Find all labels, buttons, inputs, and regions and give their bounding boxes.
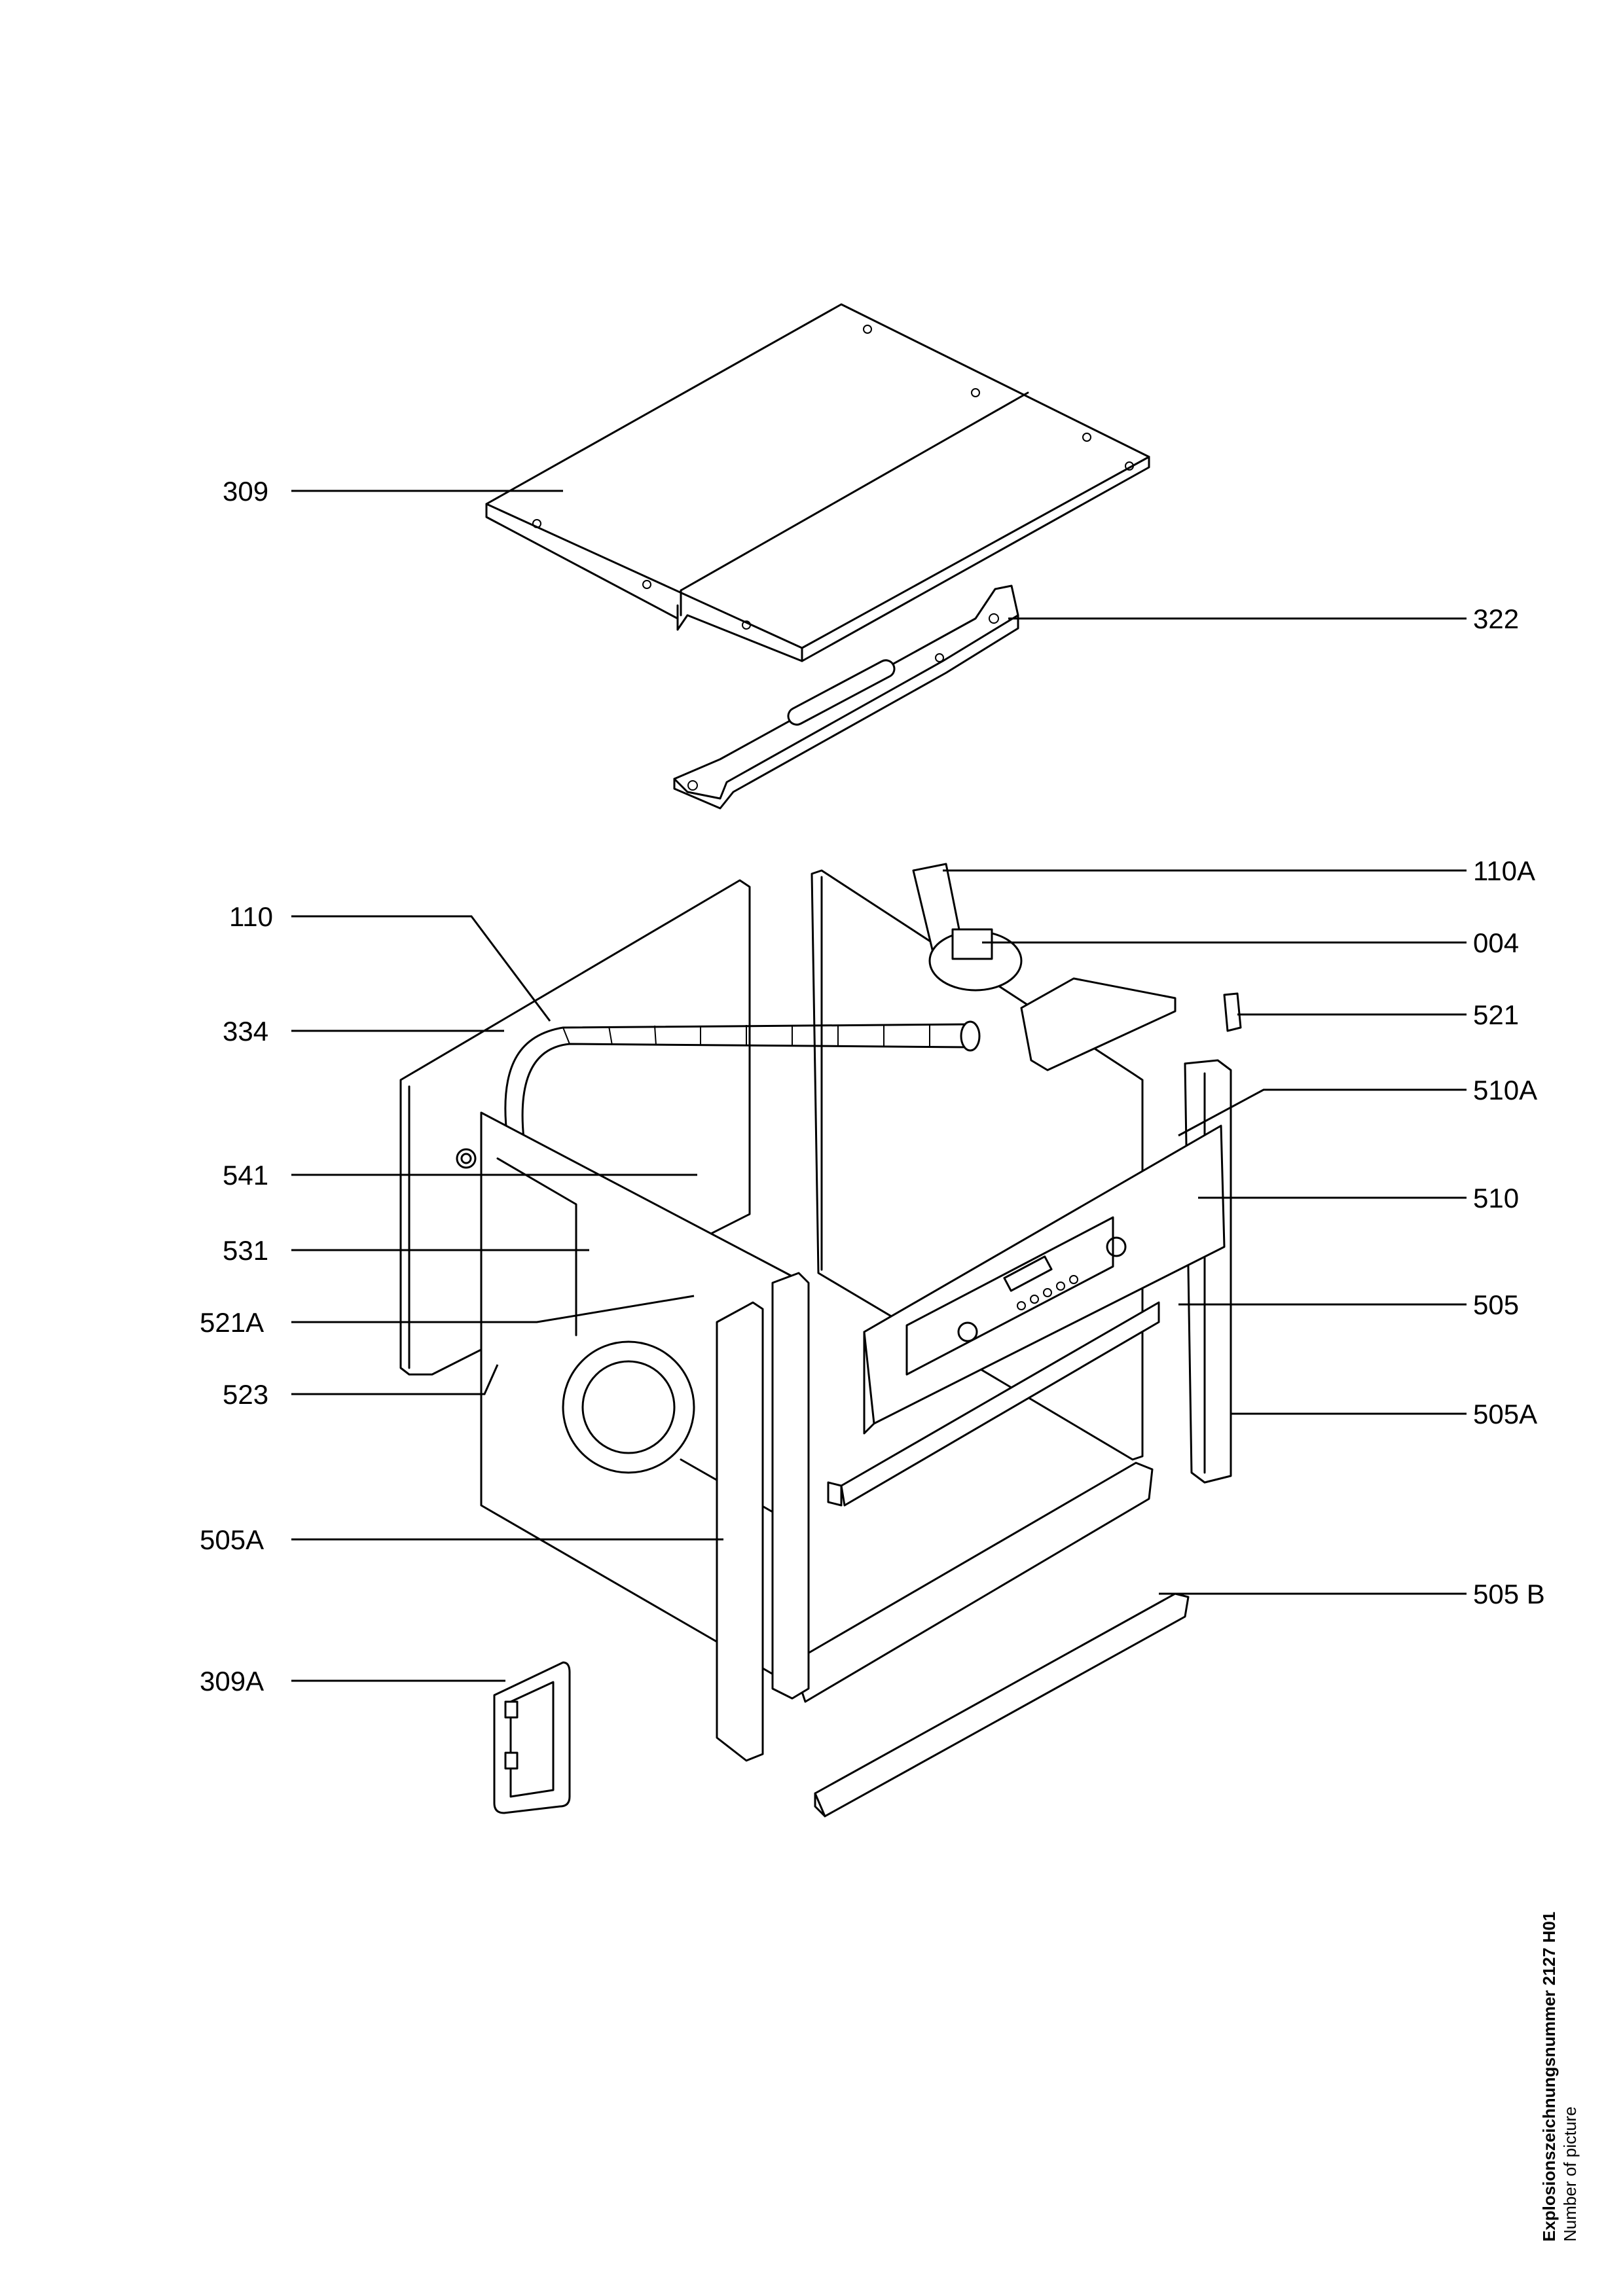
- leader-110: [291, 915, 551, 1022]
- footer-subtitle: Number of picture: [1560, 2106, 1580, 2242]
- label-505: 505: [1473, 1289, 1519, 1320]
- footer-title: Explosionszeichnungsnummer 2127 H01: [1539, 1912, 1559, 2242]
- leader-lines: [291, 490, 1467, 1682]
- part-labels: 309 322 110A 110 004 334 521 510A 541 51…: [200, 476, 1545, 1696]
- label-004: 004: [1473, 927, 1519, 958]
- label-541: 541: [223, 1160, 268, 1191]
- label-110: 110: [229, 901, 273, 932]
- part-309A-frame: [493, 1661, 571, 1814]
- label-309A: 309A: [200, 1666, 264, 1696]
- label-523: 523: [223, 1379, 268, 1410]
- label-521A: 521A: [200, 1307, 264, 1338]
- leader-521A: [291, 1295, 695, 1323]
- leader-510A: [1178, 1088, 1467, 1137]
- label-505A-left: 505A: [200, 1524, 264, 1555]
- label-505B: 505 B: [1473, 1579, 1545, 1609]
- oven-housing: [399, 863, 1242, 1762]
- label-505A-right: 505A: [1473, 1399, 1537, 1429]
- label-322: 322: [1473, 603, 1519, 634]
- part-505B-bottom-trim: [814, 1592, 1190, 1818]
- part-322-bracket: [673, 584, 1019, 810]
- drawing-number-footer: Explosionszeichnungsnummer 2127 H01 Numb…: [1539, 1912, 1580, 2242]
- label-110A: 110A: [1473, 855, 1535, 886]
- leader-523: [291, 1364, 499, 1395]
- label-521: 521: [1473, 999, 1519, 1030]
- part-309-top-cover: [485, 303, 1150, 662]
- label-531: 531: [223, 1235, 268, 1266]
- label-309: 309: [223, 476, 268, 507]
- part-510-control-panel: [863, 1124, 1226, 1435]
- label-510: 510: [1473, 1183, 1519, 1213]
- label-510A: 510A: [1473, 1075, 1537, 1105]
- label-334: 334: [223, 1016, 268, 1047]
